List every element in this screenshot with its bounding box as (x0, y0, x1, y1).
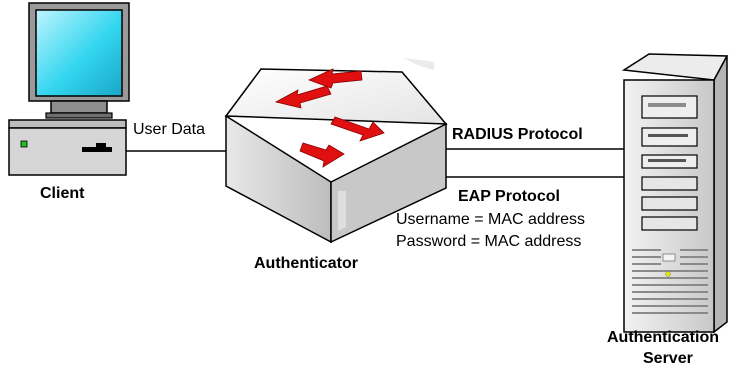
switch-arrows-icon (274, 68, 385, 168)
link-radius-label: RADIUS Protocol (452, 126, 583, 143)
eap-username-text: Username = MAC address (396, 211, 585, 228)
link-user-data-label: User Data (133, 121, 206, 138)
server-label-line2: Server (643, 350, 693, 367)
switch-icon (224, 58, 448, 244)
server-icon (621, 53, 729, 334)
authenticator-label: Authenticator (254, 255, 358, 272)
link-eap-label: EAP Protocol (458, 188, 560, 205)
client-label: Client (40, 185, 85, 202)
client-computer-icon (8, 2, 130, 176)
eap-password-text: Password = MAC address (396, 233, 582, 250)
server-label-line1: Authentication (607, 329, 719, 346)
